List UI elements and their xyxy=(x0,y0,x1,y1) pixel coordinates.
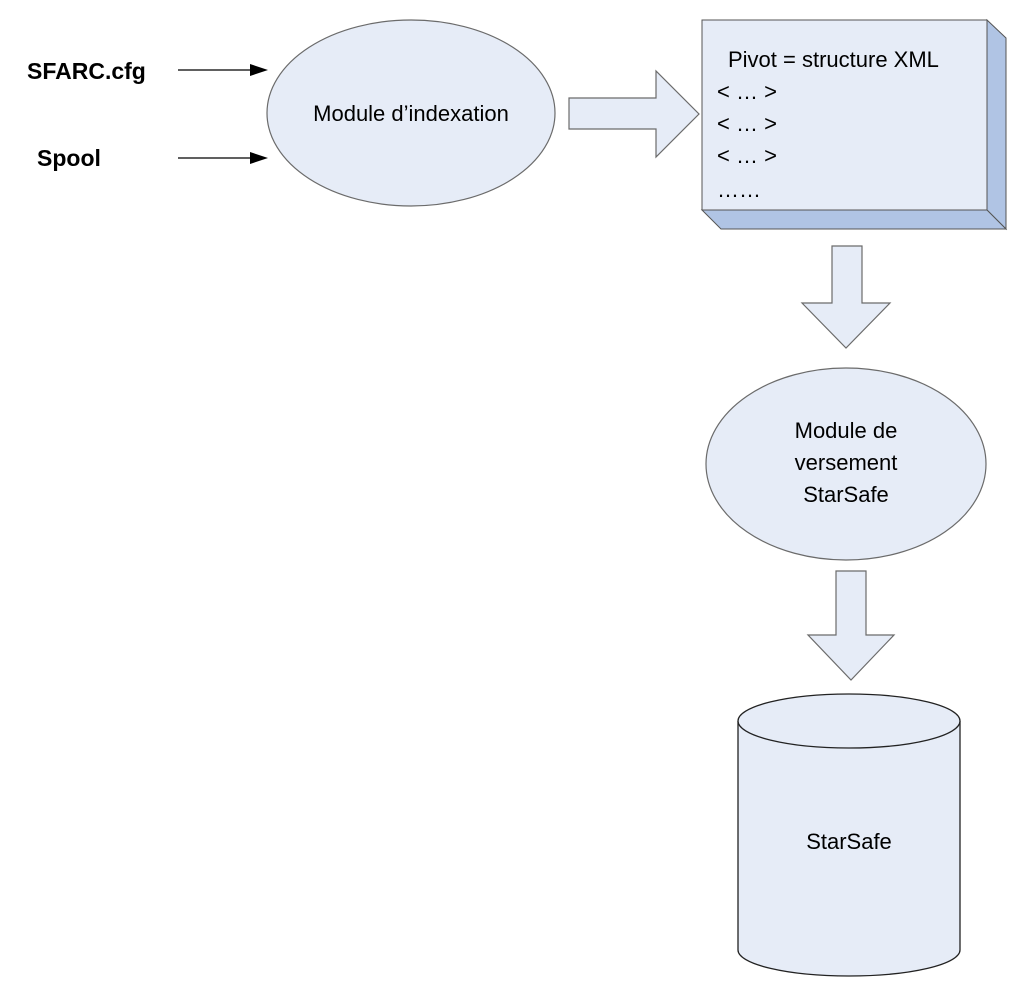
input-label-spool: Spool xyxy=(37,145,101,171)
indexing-module: Module d’indexation xyxy=(266,19,556,207)
pivot-line-1: < … > xyxy=(717,79,777,104)
input-label-sfarc-cfg: SFARC.cfg xyxy=(27,58,146,84)
pivot-title: Pivot = structure XML xyxy=(728,47,939,72)
pivot-line-2: < … > xyxy=(717,111,777,136)
arrow-sfarc-to-indexing xyxy=(178,64,268,76)
arrow-pivot-to-transfer xyxy=(800,245,892,349)
transfer-module-line-3: StarSafe xyxy=(803,482,889,507)
indexing-module-label: Module d’indexation xyxy=(313,101,509,126)
pivot-xml-box: Pivot = structure XML < … > < … > < … > … xyxy=(700,18,1008,231)
transfer-module-line-2: versement xyxy=(795,450,898,475)
starsafe-database: StarSafe xyxy=(737,693,961,977)
transfer-module: Module de versement StarSafe xyxy=(705,367,987,561)
pivot-line-3: < … > xyxy=(717,143,777,168)
arrow-spool-to-indexing xyxy=(178,152,268,164)
arrow-indexing-to-pivot xyxy=(568,69,700,159)
pivot-line-4: …… xyxy=(717,177,761,202)
database-label: StarSafe xyxy=(806,829,892,854)
arrow-transfer-to-database xyxy=(806,570,896,681)
transfer-module-line-1: Module de xyxy=(795,418,898,443)
